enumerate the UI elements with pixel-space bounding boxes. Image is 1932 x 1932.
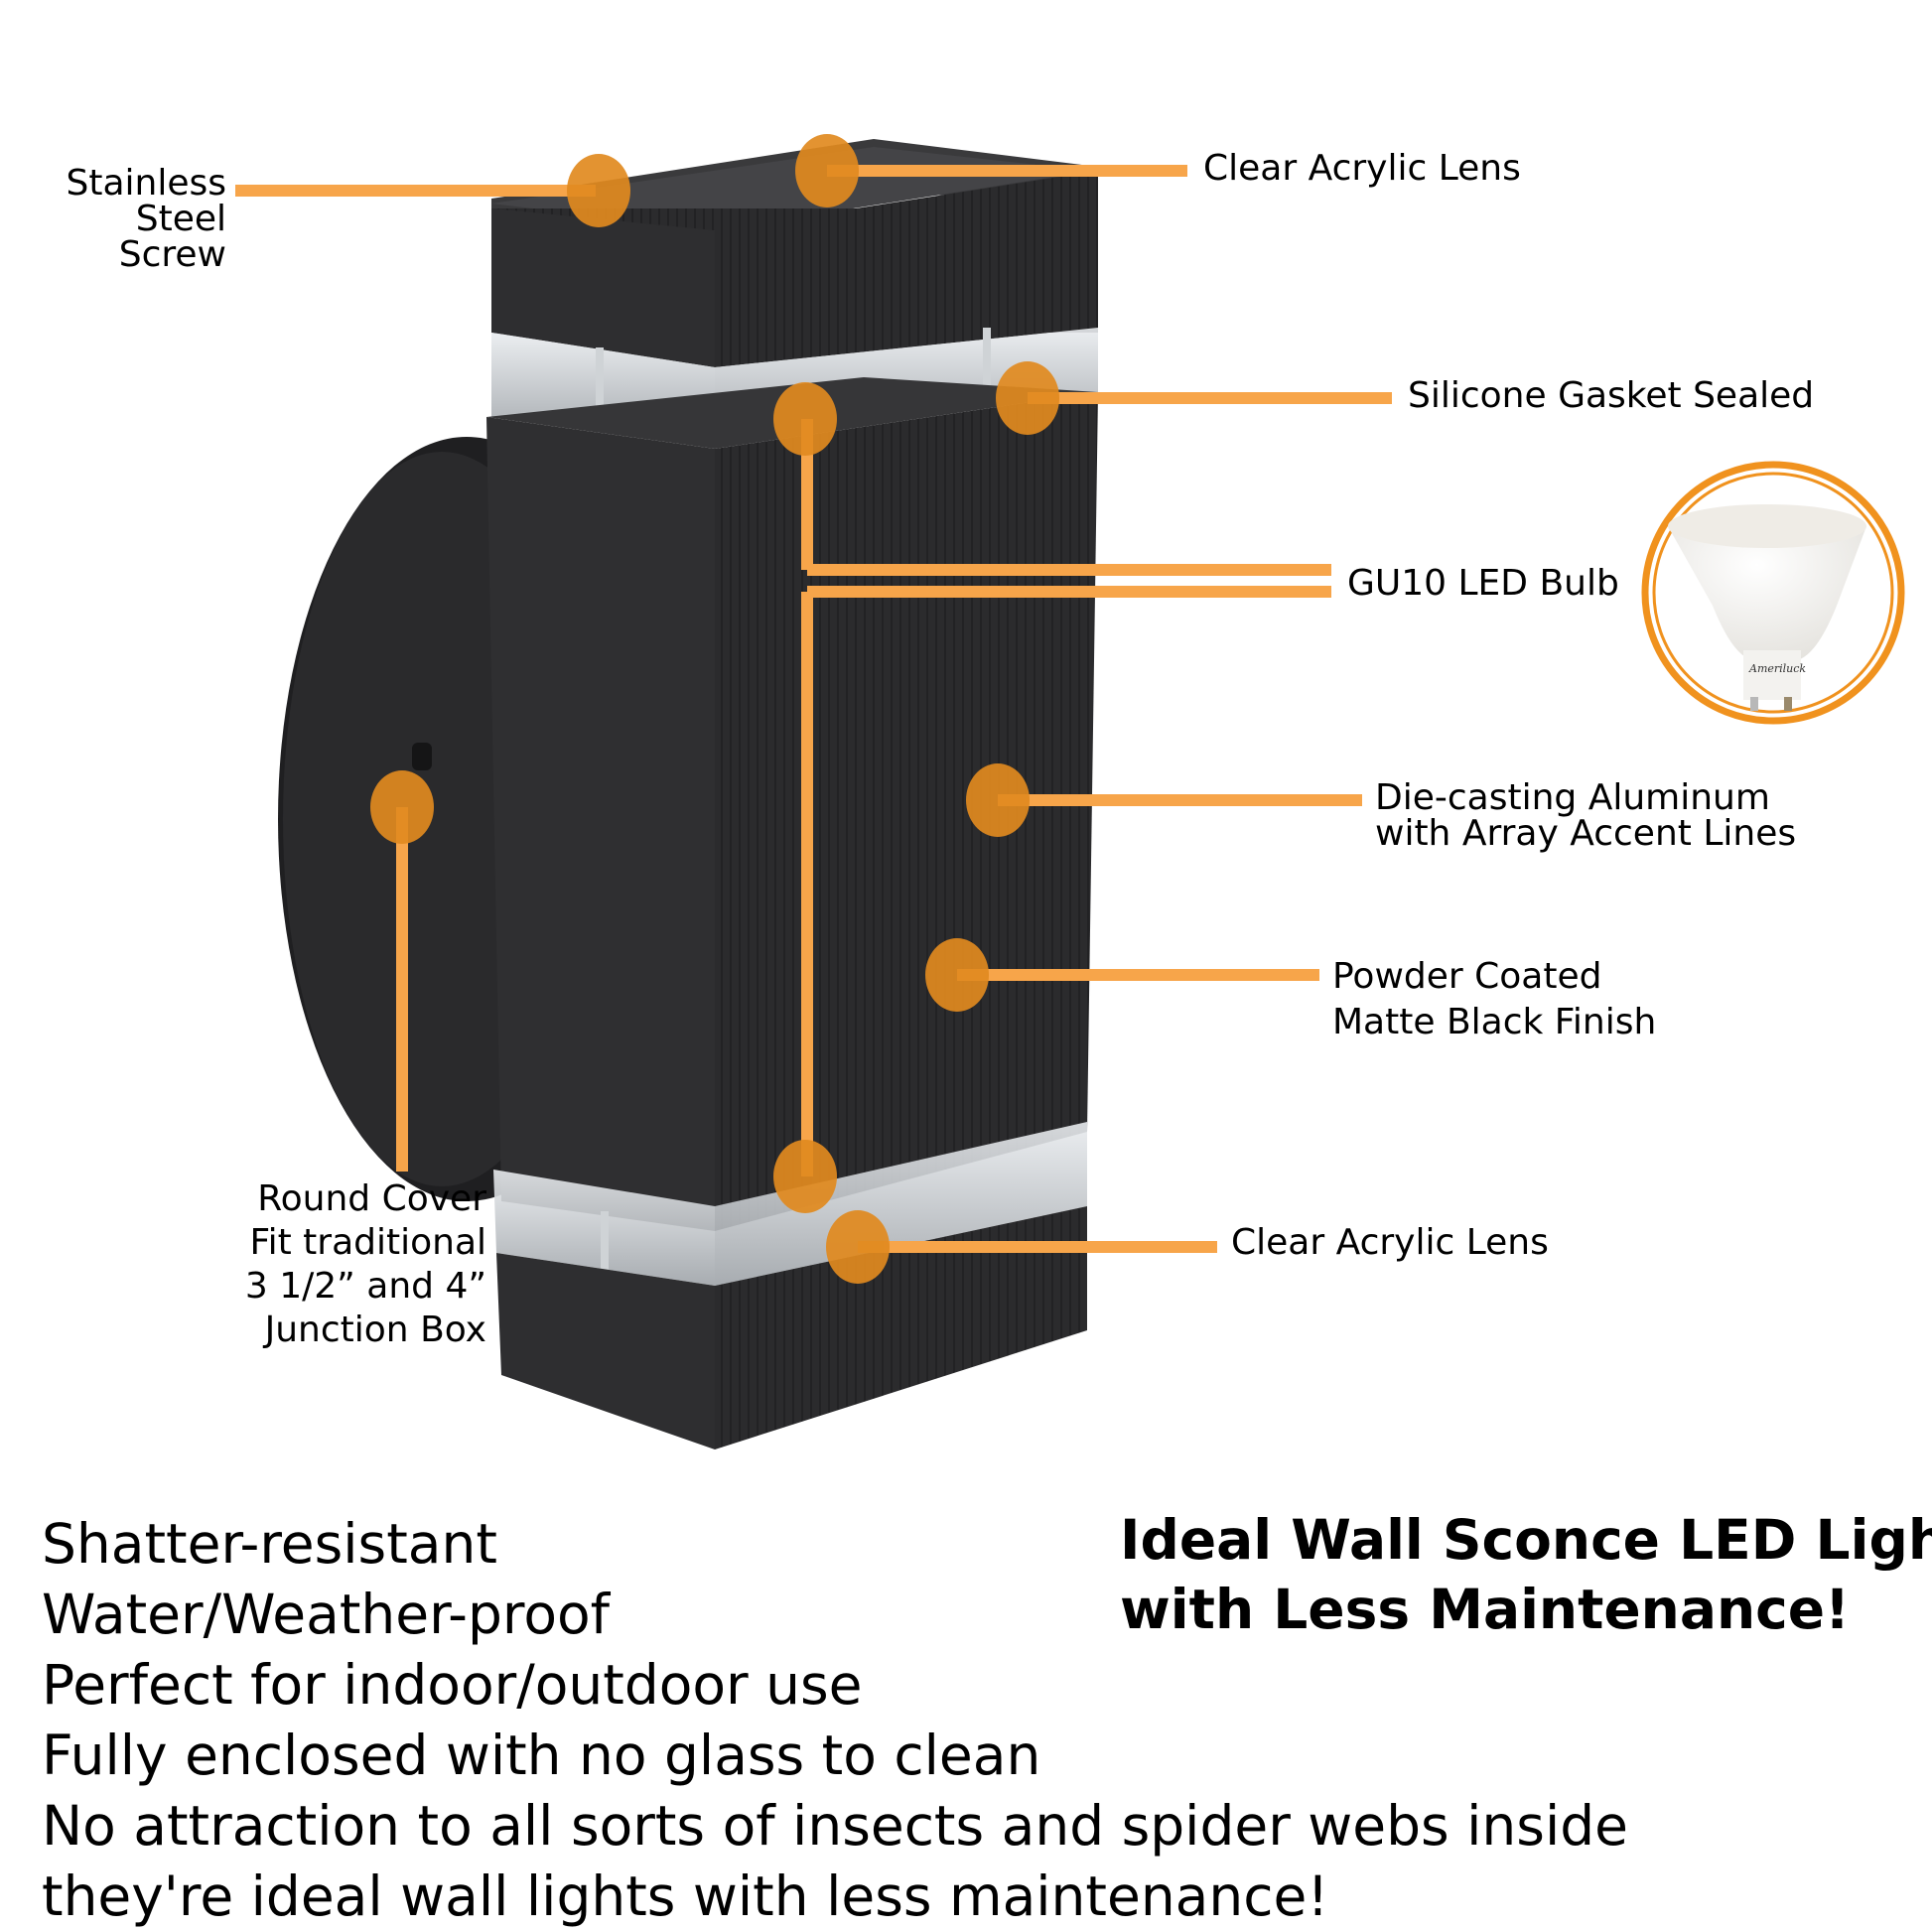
label-powder-coated: Powder Coated Matte Black Finish: [1332, 954, 1656, 1045]
label-round-cover: Round Cover Fit traditional 3 1/2” and 4…: [199, 1177, 486, 1352]
gasket-dot-icon: [996, 361, 1059, 435]
headline-line: with Less Maintenance!: [1120, 1578, 1851, 1641]
label-line: with Array Accent Lines: [1375, 813, 1797, 854]
label-line: Round Cover: [257, 1178, 486, 1219]
label-die-casting-aluminum: Die-casting Aluminum with Array Accent L…: [1375, 780, 1796, 852]
feature-list: Shatter-resistant Water/Weather-proof Pe…: [42, 1509, 1628, 1932]
bottom-lens-dot-icon: [826, 1210, 890, 1284]
bulb-brand: Ameriluck: [1749, 662, 1807, 675]
label-clear-acrylic-lens-top: Clear Acrylic Lens: [1203, 148, 1521, 189]
label-line: Stainless: [66, 163, 226, 204]
gu10-bulb-icon: [1668, 513, 1866, 660]
label-line: Screw: [118, 234, 226, 275]
headline: Ideal Wall Sconce LED Light with Less Ma…: [1120, 1505, 1932, 1644]
label-line: Junction Box: [264, 1310, 486, 1350]
label-silicone-gasket: Silicone Gasket Sealed: [1408, 375, 1815, 416]
bulb-dot-upper-icon: [773, 382, 837, 456]
label-line: Matte Black Finish: [1332, 1002, 1657, 1042]
label-line: Die-casting Aluminum: [1375, 777, 1770, 818]
label-gu10-led-bulb: GU10 LED Bulb: [1347, 563, 1619, 604]
bulb-inset: [1641, 461, 1905, 725]
cover-screw-icon: [412, 743, 432, 770]
feature-item: Fully enclosed with no glass to clean: [42, 1724, 1041, 1787]
screw-dot-icon: [567, 154, 630, 227]
top-cap: [491, 139, 1098, 367]
bottom-cap: [496, 1206, 1087, 1449]
label-line: 3 1/2” and 4”: [244, 1266, 486, 1307]
feature-item: Water/Weather-proof: [42, 1583, 610, 1646]
label-line: Steel: [135, 199, 226, 239]
callout-dots: [370, 134, 1059, 1284]
label-clear-acrylic-lens-bottom: Clear Acrylic Lens: [1231, 1222, 1549, 1263]
feature-item: they're ideal wall lights with less main…: [42, 1864, 1329, 1928]
feature-item: Perfect for indoor/outdoor use: [42, 1653, 863, 1717]
bulb-dot-lower-icon: [773, 1140, 837, 1213]
aluminum-dot-icon: [966, 763, 1030, 837]
feature-item: Shatter-resistant: [42, 1512, 497, 1576]
headline-line: Ideal Wall Sconce LED Light: [1120, 1508, 1932, 1572]
label-stainless-steel-screw: Stainless Steel Screw: [40, 166, 226, 273]
feature-item: No attraction to all sorts of insects an…: [42, 1794, 1628, 1858]
cover-dot-icon: [370, 770, 434, 844]
label-line: Fit traditional: [249, 1222, 487, 1263]
top-lens-dot-icon: [795, 134, 859, 207]
label-line: Powder Coated: [1332, 956, 1602, 997]
bottom-lens: [493, 1122, 1087, 1286]
finish-dot-icon: [925, 938, 989, 1012]
